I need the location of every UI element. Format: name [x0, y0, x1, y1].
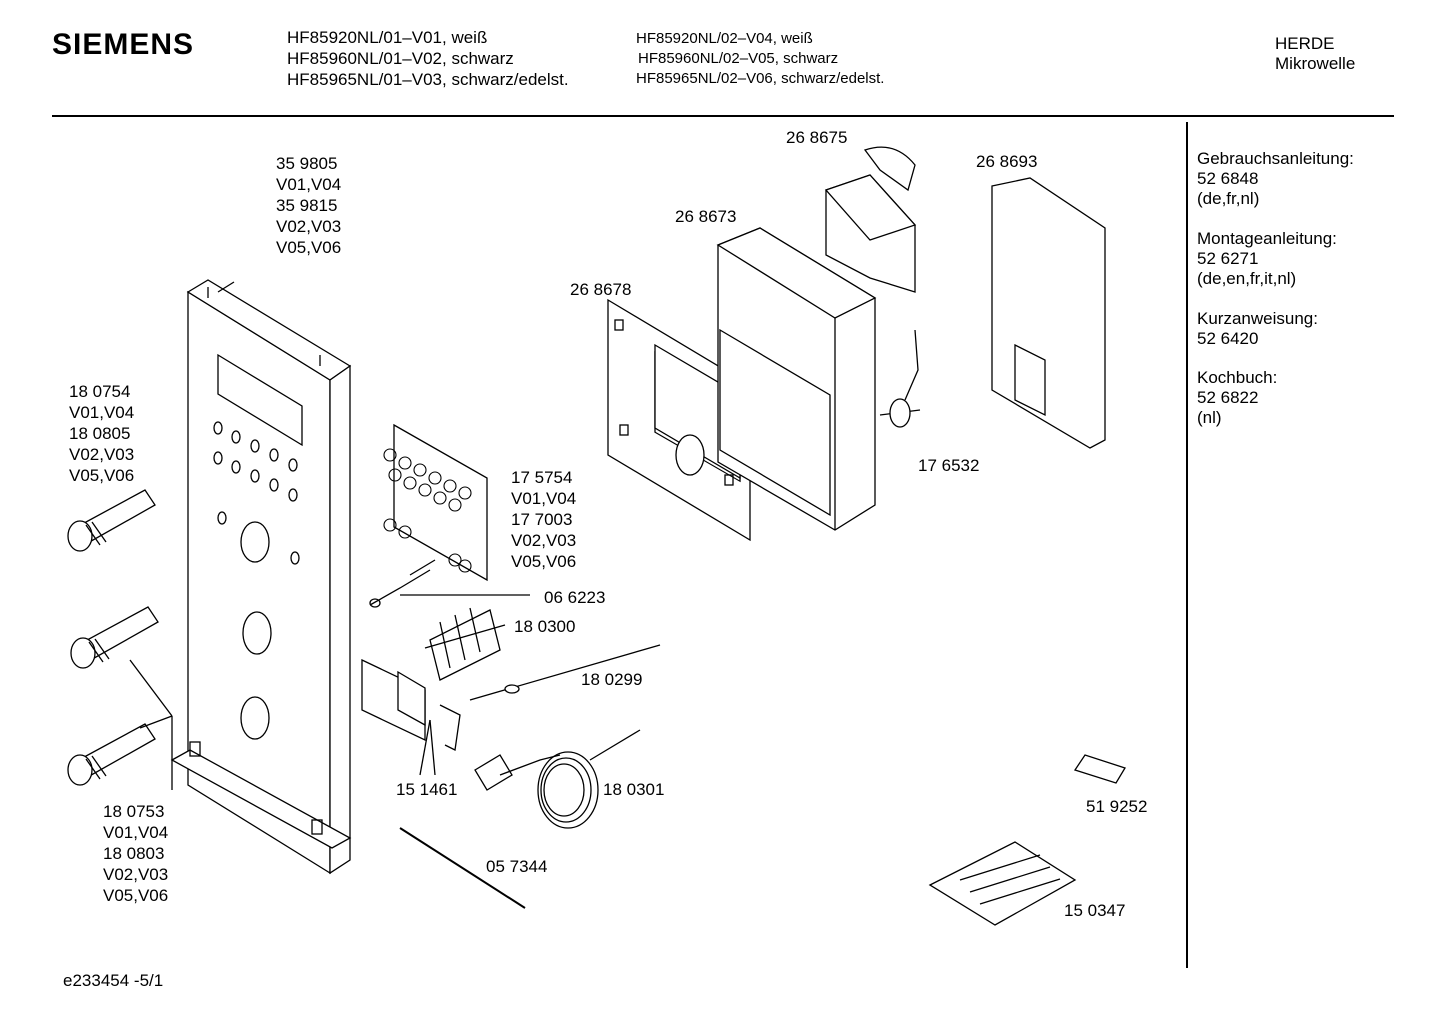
knob-top-part-3: 18 0805	[69, 424, 131, 443]
pcb-drawing	[369, 423, 530, 608]
panel-part-5: V05,V06	[276, 238, 342, 257]
doc-number: 52 6848	[1197, 169, 1259, 188]
model-line-3: HF85965NL/01–V03, schwarz/edelst.	[287, 70, 569, 89]
part-label-151461: 15 1461	[396, 780, 458, 799]
panel-part-numbers: 35 9805 V01,V04 35 9815 V02,V03 V05,V06	[276, 153, 341, 258]
doc-langs: (de,en,fr,it,nl)	[1197, 269, 1297, 288]
model-line-5: HF85960NL/02–V05, schwarz	[638, 50, 839, 67]
part-label-268678: 26 8678	[570, 280, 632, 299]
brand-logo: SIEMENS	[52, 28, 195, 61]
panel-button-holes	[213, 421, 300, 565]
part-label-057344: 05 7344	[486, 857, 548, 876]
doc-langs: (nl)	[1197, 408, 1222, 427]
panel-part-4: V02,V03	[276, 217, 342, 236]
part-label-519252: 51 9252	[1086, 797, 1148, 816]
part-label-176532: 17 6532	[918, 456, 980, 475]
part-label-180299: 18 0299	[581, 670, 643, 689]
part-label-268675: 26 8675	[786, 128, 848, 147]
knob-top-part-numbers: 18 0754 V01,V04 18 0805 V02,V03 V05,V06	[69, 381, 134, 486]
control-housing-drawing	[716, 227, 921, 531]
knob-bottom-part-5: V05,V06	[103, 886, 169, 905]
knob-bottom-part-numbers: 18 0753 V01,V04 18 0803 V02,V03 V05,V06	[103, 801, 168, 906]
model-line-1: HF85920NL/01–V01, weiß	[287, 28, 488, 47]
knob-drawings	[67, 489, 173, 790]
panel-part-1: 35 9805	[276, 154, 338, 173]
doc-title: Kochbuch:	[1197, 368, 1278, 387]
thermostat-drawing	[474, 729, 641, 829]
screw-bag-drawing	[928, 841, 1077, 926]
label-drawing	[1073, 754, 1126, 784]
pcb-part-2: V01,V04	[511, 489, 577, 508]
pcb-part-1: 17 5754	[511, 468, 573, 487]
knob-top-part-2: V01,V04	[69, 403, 135, 422]
part-label-180301: 18 0301	[603, 780, 665, 799]
model-line-6: HF85965NL/02–V06, schwarz/edelst.	[636, 70, 885, 87]
display-frame-drawing	[607, 298, 751, 542]
category-label: HERDE	[1275, 34, 1335, 53]
part-label-180300: 18 0300	[514, 617, 576, 636]
header-divider	[52, 115, 1394, 117]
doc-title: Kurzanweisung:	[1197, 309, 1318, 328]
doc-kurzanweisung: Kurzanweisung: 52 6420	[1197, 309, 1318, 349]
pcb-part-3: 17 7003	[511, 510, 573, 529]
part-label-268693: 26 8693	[976, 152, 1038, 171]
doc-title: Gebrauchsanleitung:	[1197, 149, 1354, 168]
selector-switch-drawing	[424, 607, 506, 681]
model-line-4: HF85920NL/02–V04, weiß	[636, 30, 813, 47]
doc-number: 52 6271	[1197, 249, 1259, 268]
knob-bottom-part-3: 18 0803	[103, 844, 165, 863]
knob-top-part-4: V02,V03	[69, 445, 135, 464]
part-label-066223: 06 6223	[544, 588, 606, 607]
pcb-part-4: V02,V03	[511, 531, 577, 550]
subcategory-label: Mikrowelle	[1275, 54, 1356, 73]
knob-bottom-part-2: V01,V04	[103, 823, 169, 842]
cover-plate-drawing	[991, 177, 1106, 449]
sidebar-divider	[1186, 122, 1188, 968]
knob-bottom-part-4: V02,V03	[103, 865, 169, 884]
doc-langs: (de,fr,nl)	[1197, 189, 1260, 208]
drawing-id: e233454 -5/1	[63, 971, 164, 990]
model-line-2: HF85960NL/01–V02, schwarz	[287, 49, 514, 68]
doc-title: Montageanleitung:	[1197, 229, 1337, 248]
part-label-150347: 15 0347	[1064, 901, 1126, 920]
panel-part-3: 35 9815	[276, 196, 338, 215]
bracket-drawing	[361, 644, 661, 776]
front-panel-drawing	[170, 279, 352, 875]
knob-top-part-5: V05,V06	[69, 466, 135, 485]
module-drawing	[824, 146, 917, 293]
knob-bottom-part-1: 18 0753	[103, 802, 165, 821]
pcb-part-5: V05,V06	[511, 552, 577, 571]
doc-kochbuch: Kochbuch: 52 6822 (nl)	[1197, 368, 1277, 428]
pcb-part-numbers: 17 5754 V01,V04 17 7003 V02,V03 V05,V06	[511, 467, 576, 572]
knob-top-part-1: 18 0754	[69, 382, 131, 401]
part-label-268673: 26 8673	[675, 207, 737, 226]
rod-drawing	[399, 827, 526, 909]
doc-number: 52 6822	[1197, 388, 1259, 407]
doc-montageanleitung: Montageanleitung: 52 6271 (de,en,fr,it,n…	[1197, 229, 1337, 289]
panel-part-2: V01,V04	[276, 175, 342, 194]
doc-number: 52 6420	[1197, 329, 1259, 348]
doc-gebrauchsanleitung: Gebrauchsanleitung: 52 6848 (de,fr,nl)	[1197, 149, 1354, 209]
